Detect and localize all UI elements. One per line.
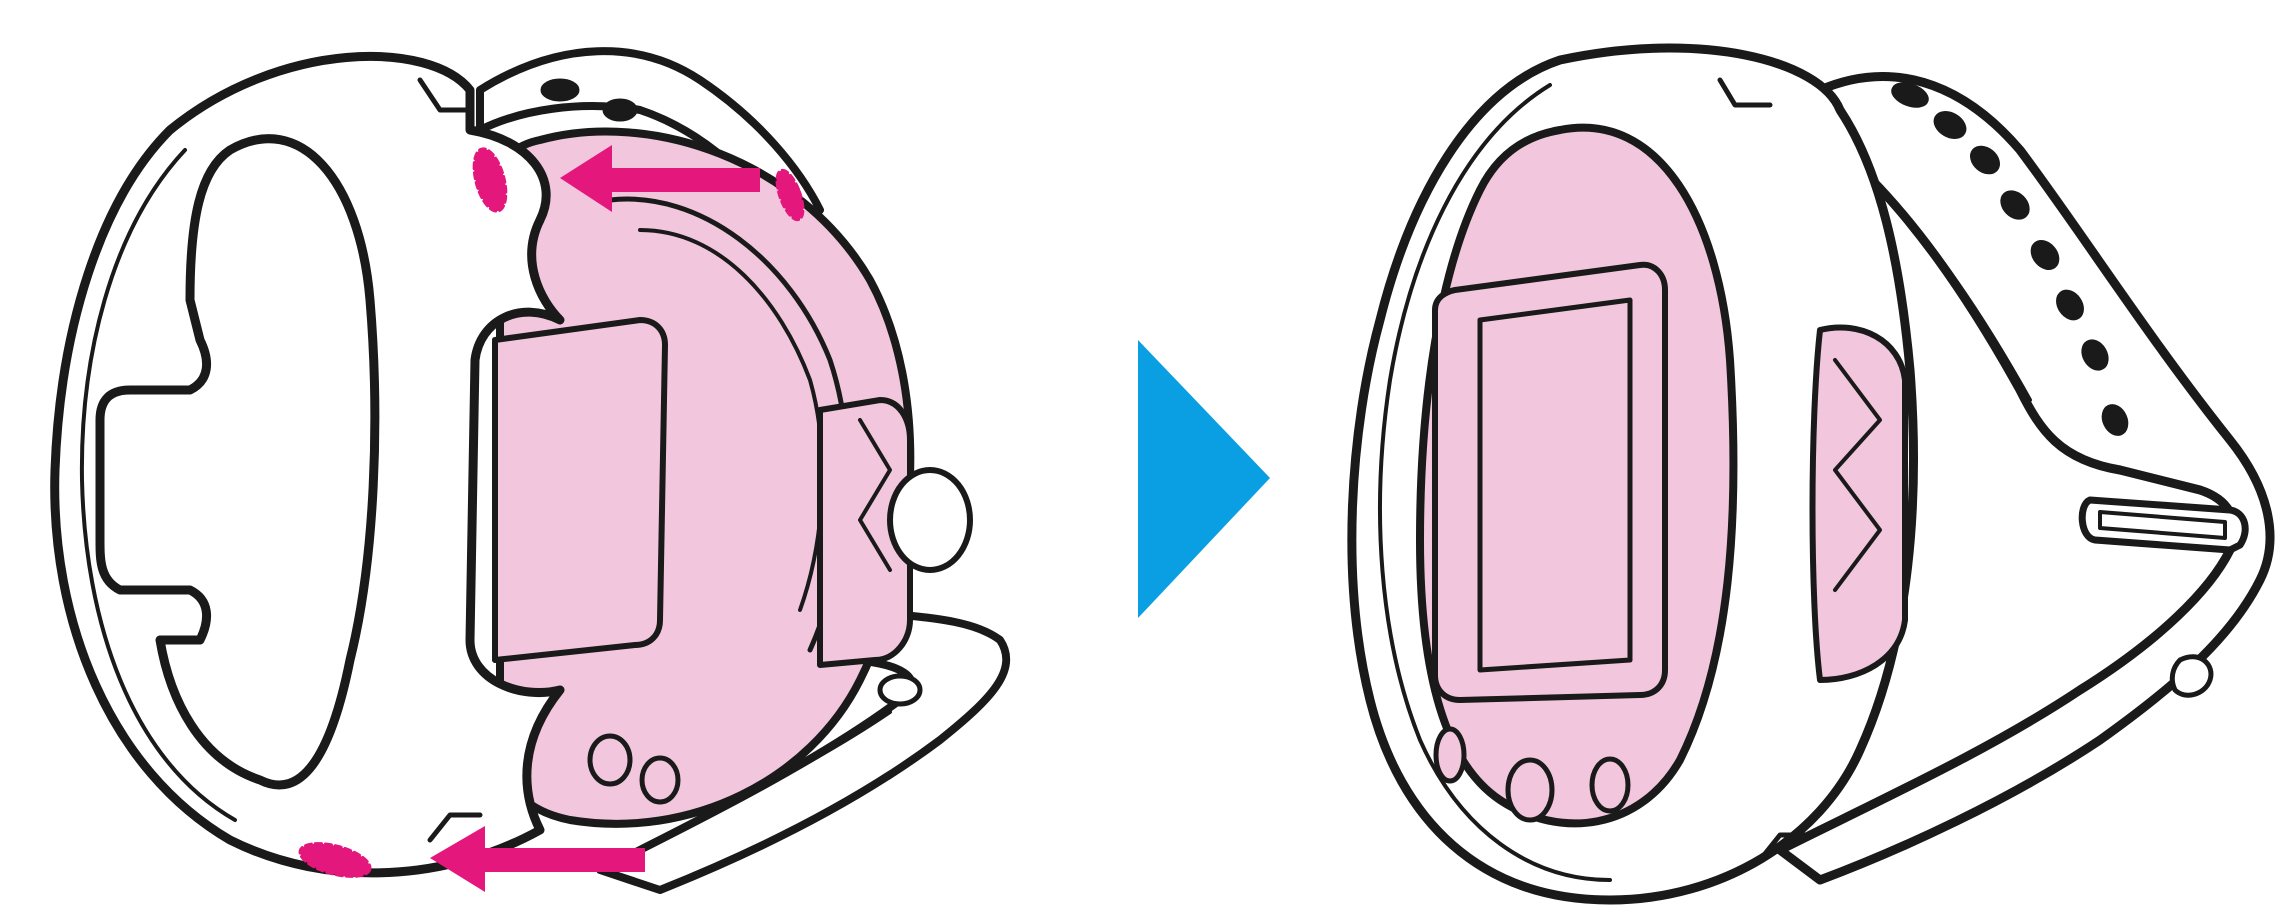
- device-button-icon: [1589, 756, 1631, 814]
- insert-arrows: [430, 145, 760, 892]
- side-connector: [1809, 324, 1908, 683]
- strap-hole-icon: [1891, 82, 1929, 108]
- device-body: [492, 127, 973, 828]
- buckle-pin-icon: [877, 673, 923, 707]
- hook-highlight-right-icon: [775, 168, 805, 222]
- strap-top: [476, 47, 824, 244]
- device-button-icon: [639, 755, 681, 805]
- strap-hole-icon: [2000, 190, 2030, 220]
- device-screen: [492, 317, 668, 663]
- arrow-left-top-icon: [560, 145, 760, 212]
- strap-hole-icon: [2101, 404, 2129, 436]
- device-face: [1416, 123, 1738, 828]
- hook-highlights: [298, 147, 805, 878]
- device-button-icon: [1433, 726, 1467, 784]
- strap-hole-icon: [2030, 240, 2060, 270]
- strap-hole-icon: [540, 78, 580, 102]
- play-triangle-icon: [1138, 340, 1270, 618]
- strap-hole-icon: [2081, 339, 2109, 371]
- strap-hole-icon: [1933, 111, 1967, 139]
- strap-hole-icon: [1970, 145, 2000, 175]
- hook-highlight-top-icon: [472, 147, 508, 213]
- device-screen: [1432, 261, 1668, 703]
- strap-long: [1775, 72, 2275, 885]
- step-1-before: [50, 47, 1011, 894]
- buckle-pin-icon: [2169, 654, 2214, 698]
- buckle-slot: [2078, 496, 2249, 554]
- device-button-icon: [1505, 757, 1555, 823]
- device-button-icon: [587, 733, 633, 787]
- arrow-left-bottom-icon: [430, 826, 645, 892]
- strap-hole-icon: [602, 98, 638, 122]
- band-front: [50, 51, 565, 878]
- step-2-after: [1347, 43, 2275, 905]
- strap-hole-icon: [2056, 289, 2084, 321]
- hook-highlight-bottom-icon: [298, 842, 372, 878]
